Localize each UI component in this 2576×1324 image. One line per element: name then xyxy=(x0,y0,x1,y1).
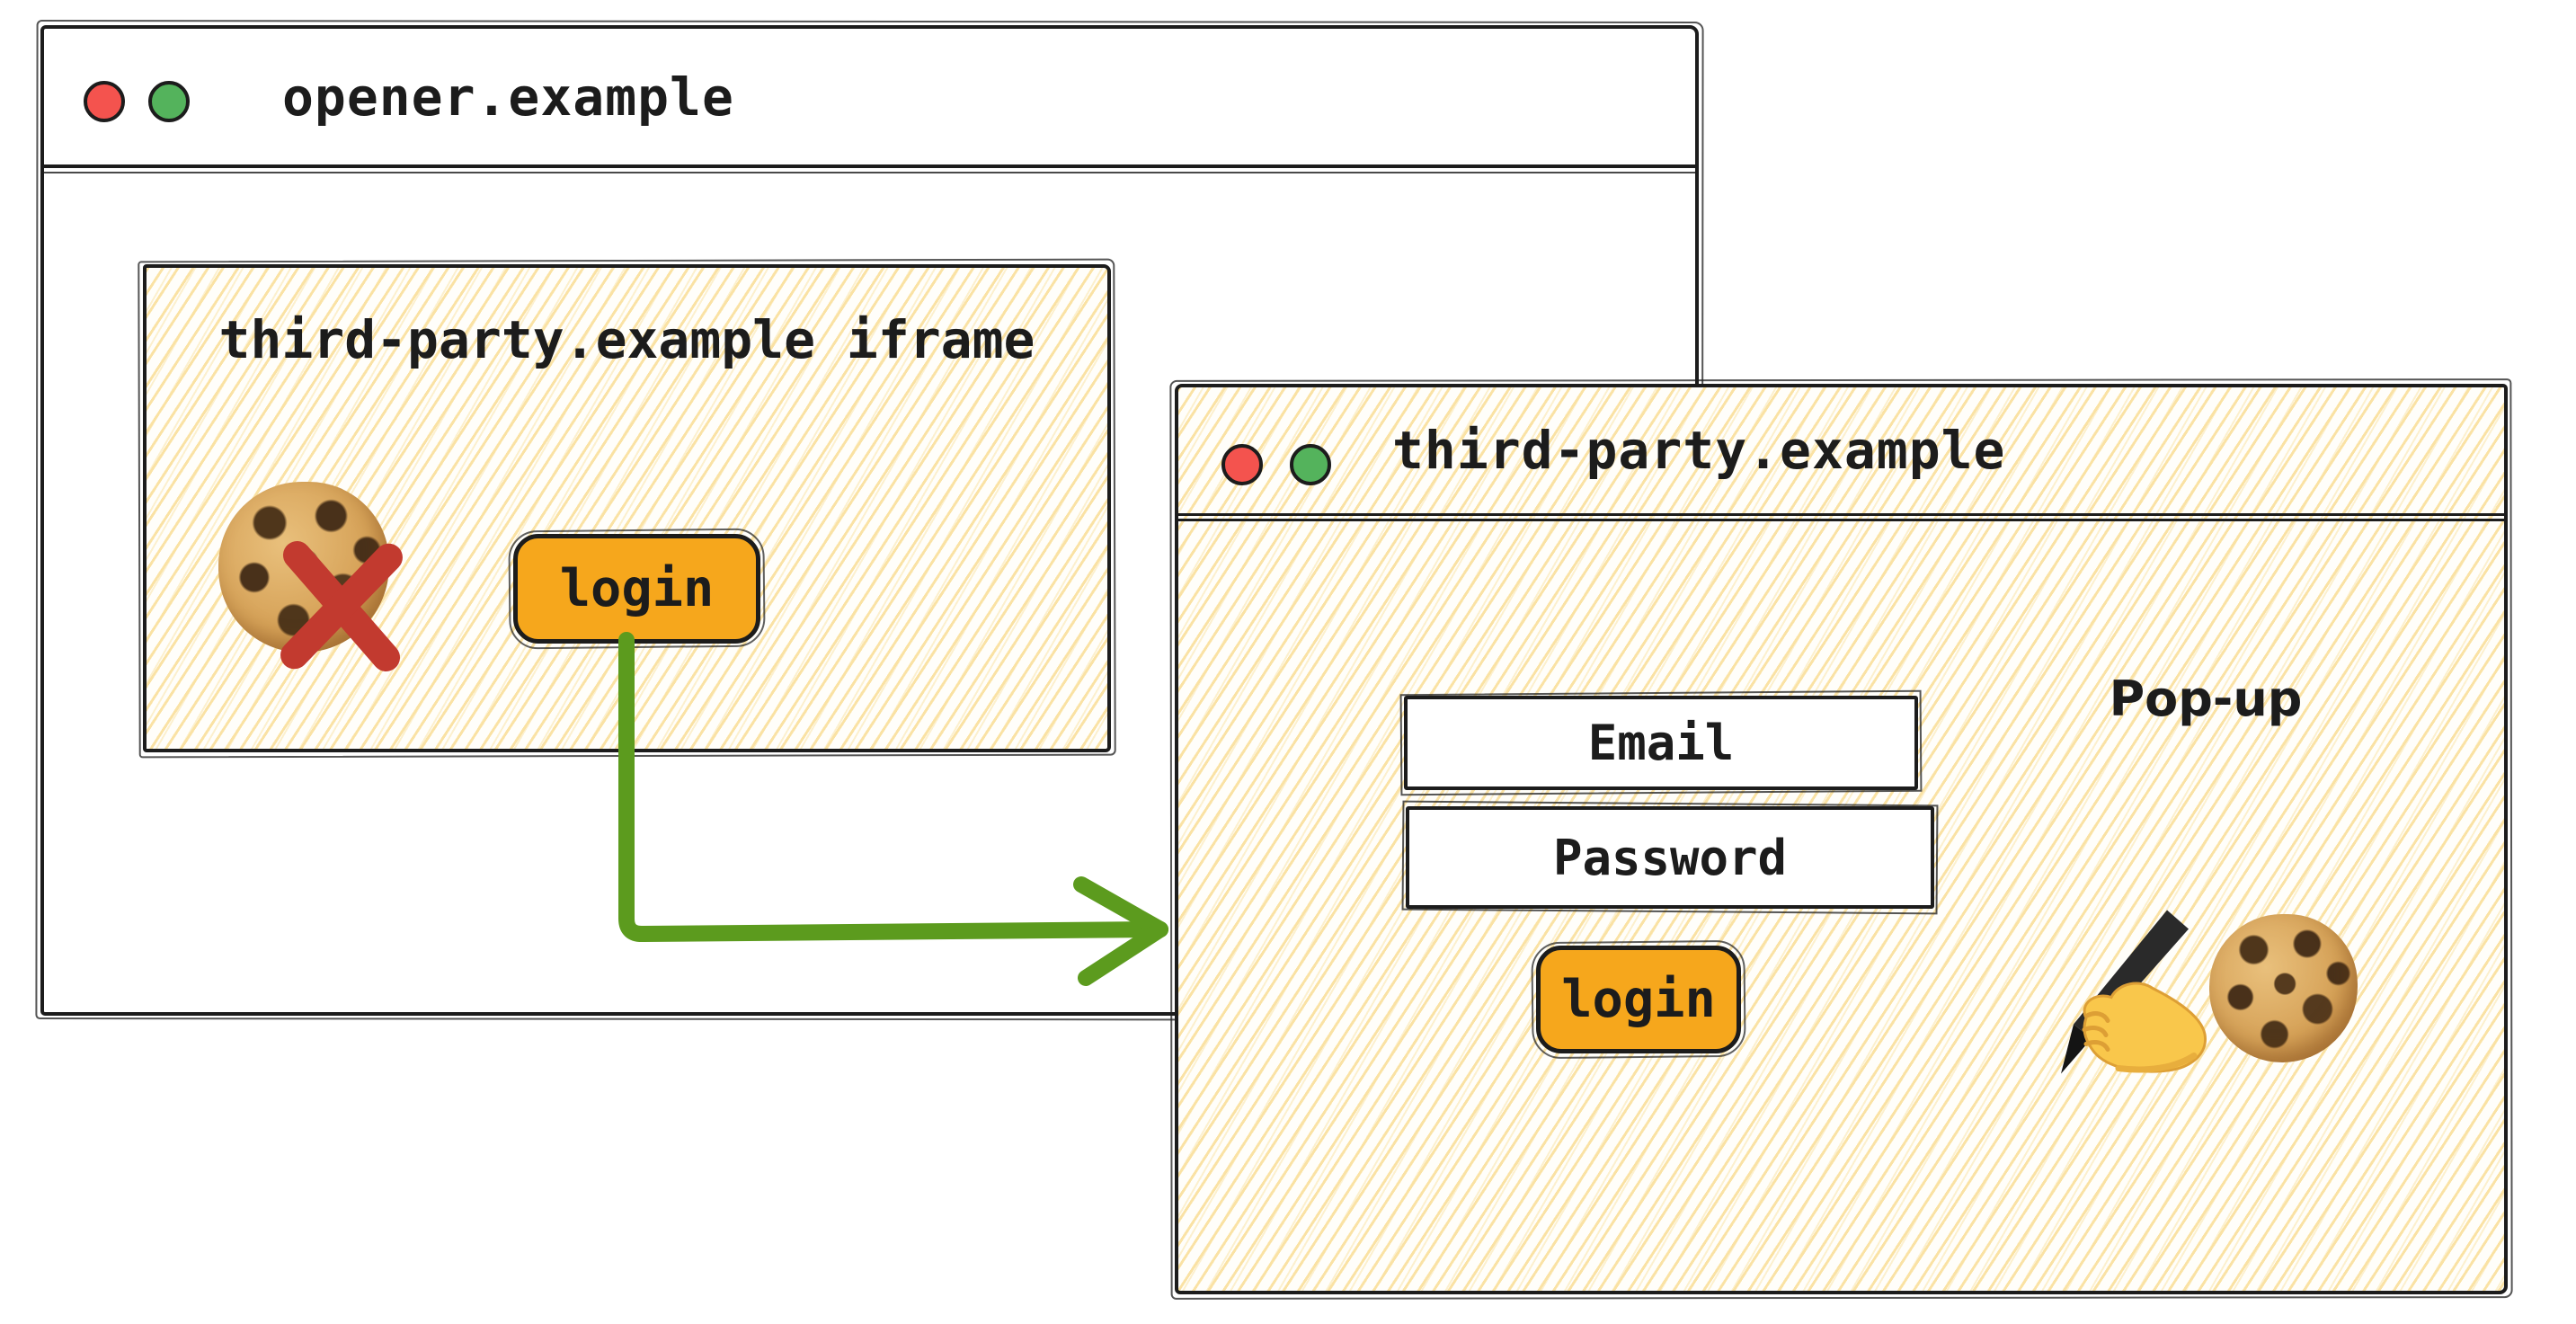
email-field-label: Email xyxy=(1587,715,1735,771)
popup-titlebar: third-party.example xyxy=(1178,387,2504,521)
popup-cookie-icon xyxy=(2209,914,2358,1062)
opener-titlebar: opener.example xyxy=(44,29,1695,173)
email-field[interactable]: Email xyxy=(1404,696,1918,790)
popup-login-button[interactable]: login xyxy=(1536,946,1741,1053)
popup-traffic-light-red-icon[interactable] xyxy=(1221,444,1263,485)
iframe-label: third-party.example iframe xyxy=(218,309,1035,370)
third-party-iframe: third-party.example iframe login xyxy=(143,264,1111,752)
password-field-label: Password xyxy=(1552,829,1788,886)
writing-hand-icon xyxy=(2061,910,2207,1074)
traffic-light-green-icon[interactable] xyxy=(148,81,190,122)
iframe-login-button-label: login xyxy=(559,559,715,618)
password-field[interactable]: Password xyxy=(1406,806,1934,909)
popup-label: Pop-up xyxy=(2109,671,2303,727)
popup-login-button-label: login xyxy=(1561,970,1716,1029)
popup-traffic-light-green-icon[interactable] xyxy=(1290,444,1331,485)
traffic-light-red-icon[interactable] xyxy=(84,81,125,122)
iframe-login-button[interactable]: login xyxy=(513,534,760,644)
popup-window-title: third-party.example xyxy=(1392,420,2006,481)
popup-window: third-party.example Pop-up Email Passwor… xyxy=(1175,384,2508,1294)
opener-window-title: opener.example xyxy=(282,66,734,128)
red-x-icon xyxy=(265,529,418,682)
